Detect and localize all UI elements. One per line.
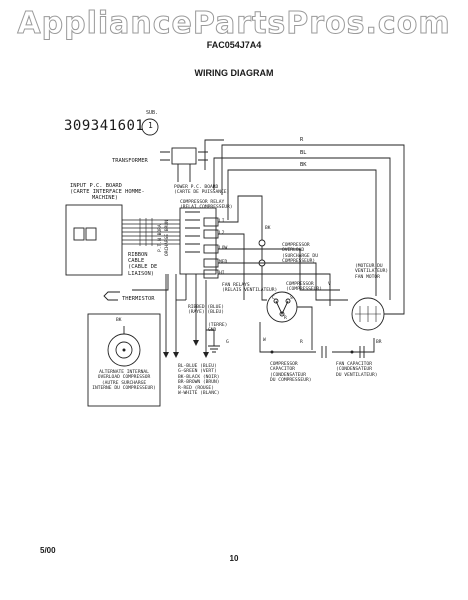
fan-motor-label: (MOTEUR DU VENTILATEUR) FAN MOTOR bbox=[355, 264, 389, 280]
compressor-capacitor-label: COMPRESSOR CAPACITOR (CONDENSATEUR DU CO… bbox=[270, 362, 312, 384]
wire-label-bl-top: BL bbox=[300, 150, 307, 156]
ground-label: (TERRE) GND bbox=[208, 323, 228, 334]
power-board-outline bbox=[179, 207, 217, 275]
part-number: 309341601 bbox=[64, 118, 145, 134]
wire-label-bk-overload: BK bbox=[265, 226, 271, 231]
fan-capacitor bbox=[359, 346, 365, 358]
wire-label-v: V bbox=[328, 282, 331, 287]
thermistor bbox=[103, 291, 120, 301]
fan-capacitor-label: FAN CAPACITOR (CONDENSATEUR DU VENTILATE… bbox=[336, 362, 378, 378]
sub-label: SUB. bbox=[146, 110, 159, 116]
ribbed-label: RIBBED (BLUE) (RAYE) (BLEU) bbox=[188, 305, 224, 316]
input-board-label: INPUT P.C. BOARD (CARTE INTERFACE HOMME-… bbox=[70, 183, 145, 202]
wire-bk-top bbox=[227, 169, 377, 296]
sub-circle bbox=[141, 118, 159, 136]
compressor-label: COMPRESSOR (COMPRESSEUR) bbox=[286, 282, 322, 293]
watermark: AppliancePartsPros.com bbox=[17, 6, 451, 42]
model-number: FAC054J7A4 bbox=[206, 40, 262, 50]
relay-label-l2: L2 bbox=[219, 231, 225, 236]
wire-color-legend: BL-BLUE (BLEU) G-GREEN (VERT) BK-BLACK (… bbox=[178, 364, 220, 397]
page-title: WIRING DIAGRAM bbox=[194, 68, 274, 78]
ground-g-label: G bbox=[226, 340, 229, 345]
fan-relays-label: FAN RELAYS (RELAIS VENTILATEUR) bbox=[222, 283, 278, 294]
terminal-s: S bbox=[290, 296, 293, 301]
alt-overload-bk-label: BK bbox=[116, 318, 122, 323]
ribbon-cable-label: RIBBON CABLE (CABLE DE LIAISON) bbox=[128, 252, 158, 277]
wire-r-top bbox=[221, 144, 405, 302]
wire-label-w: W bbox=[263, 338, 266, 343]
transformer-label: TRANSFORMER bbox=[112, 158, 148, 164]
relay-label-low: LOW bbox=[219, 246, 228, 251]
terminal-c: C bbox=[272, 296, 275, 301]
alt-overload-panel bbox=[87, 313, 161, 407]
transformer-core bbox=[171, 147, 197, 165]
relay-label-li: LI bbox=[219, 219, 225, 224]
terminal-r: R bbox=[284, 316, 287, 321]
pin-label-b: ORCHARGE BRUN bbox=[165, 220, 170, 256]
wire-label-br: BR bbox=[376, 340, 382, 345]
relay-label-med: MED bbox=[219, 260, 228, 265]
alt-overload-label: ALTERNATE INTERNAL OVERLOAD COMPRESSOR (… bbox=[92, 370, 156, 392]
power-board-label: POWER P.C. BOARD (CARTE DE PUISSANCE) bbox=[174, 185, 230, 196]
pin-label-a: P.T.N BORA bbox=[158, 224, 163, 252]
compressor-capacitor bbox=[272, 346, 352, 358]
wire-label-bk-top: BK bbox=[300, 162, 307, 168]
page-number: 10 bbox=[229, 554, 239, 563]
sub-number: 1 bbox=[148, 121, 153, 130]
wire-bl-top bbox=[213, 157, 391, 300]
relay-label-hi: HI bbox=[219, 271, 225, 276]
wire-label-r-top: R bbox=[300, 137, 304, 143]
compressor-relay-label: COMPRESSOR RELAY (RELAI COMPRESSEUR) bbox=[180, 200, 233, 211]
wire-label-r: R bbox=[300, 340, 303, 345]
compressor-overload-label: COMPRESSOR OVERLOAD (SURCHARGE DU COMPRE… bbox=[282, 243, 318, 265]
ribbon-cable bbox=[122, 219, 180, 245]
footer-date: 5/00 bbox=[40, 546, 56, 555]
thermistor-label: THERMISTOR bbox=[122, 296, 155, 302]
